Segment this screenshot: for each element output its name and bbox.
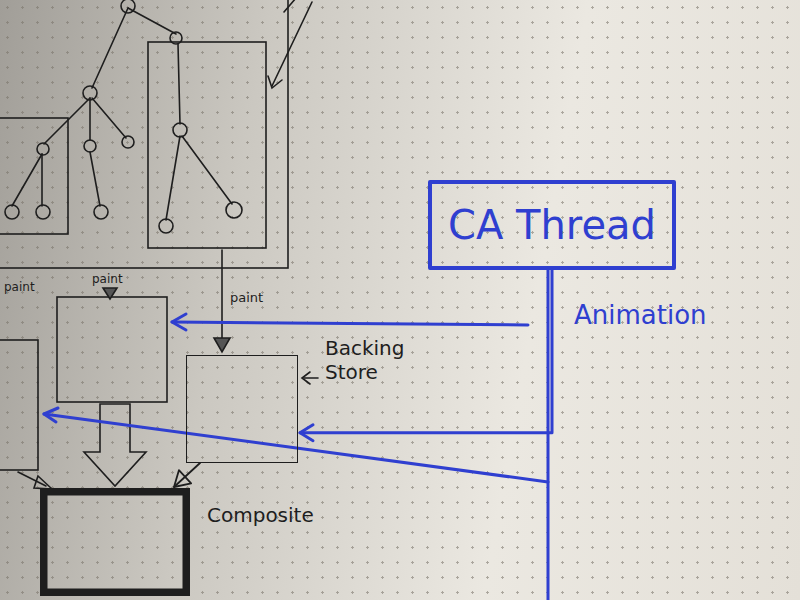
composite-box: Composite — [40, 488, 190, 596]
node-text: CA Thread — [448, 202, 656, 248]
animation-label: Animation — [574, 300, 707, 330]
node-text: Composite — [207, 503, 314, 527]
composite-arrow — [174, 463, 200, 487]
backing-store-box: Backing Store — [186, 355, 298, 463]
node-text: Backing Store — [325, 336, 429, 384]
thread-box: CA Thread — [428, 180, 676, 270]
paint-label: paint — [4, 280, 35, 294]
animation-arrow — [300, 270, 552, 441]
paint-label: paint — [92, 272, 123, 286]
paint-label: paint — [230, 290, 263, 305]
